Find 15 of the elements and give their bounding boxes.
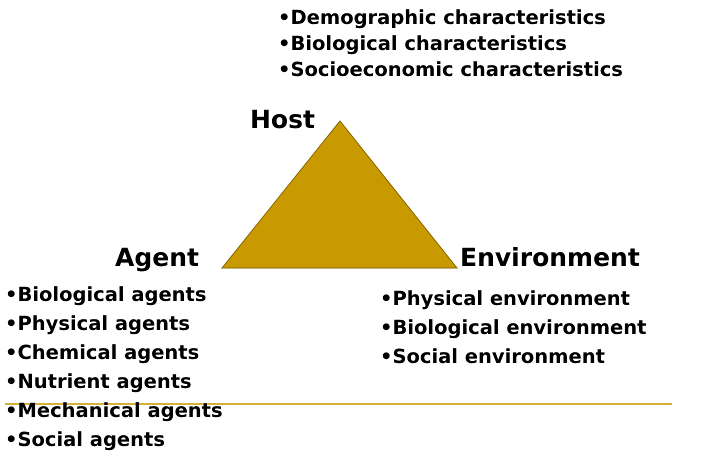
bullet-item: •Chemical agents	[5, 340, 200, 366]
corner-label: Agent	[115, 243, 199, 272]
bullet-item: •Biological environment	[380, 315, 646, 341]
bullet-item: •Mechanical agents	[5, 398, 223, 424]
bullet-item: •Socioeconomic characteristics	[278, 57, 623, 83]
bullet-item: •Social environment	[380, 344, 605, 370]
bullet-item: •Demographic characteristics	[278, 5, 606, 31]
bullet-item: •Social agents	[5, 427, 165, 453]
bullet-item: •Nutrient agents	[5, 369, 192, 395]
bullet-item: •Biological characteristics	[278, 31, 567, 57]
corner-label: Environment	[460, 243, 640, 272]
corner-label: Host	[250, 105, 315, 134]
bullet-item: •Physical environment	[380, 286, 630, 312]
bullet-item: •Biological agents	[5, 282, 206, 308]
bullet-item: •Physical agents	[5, 311, 190, 337]
